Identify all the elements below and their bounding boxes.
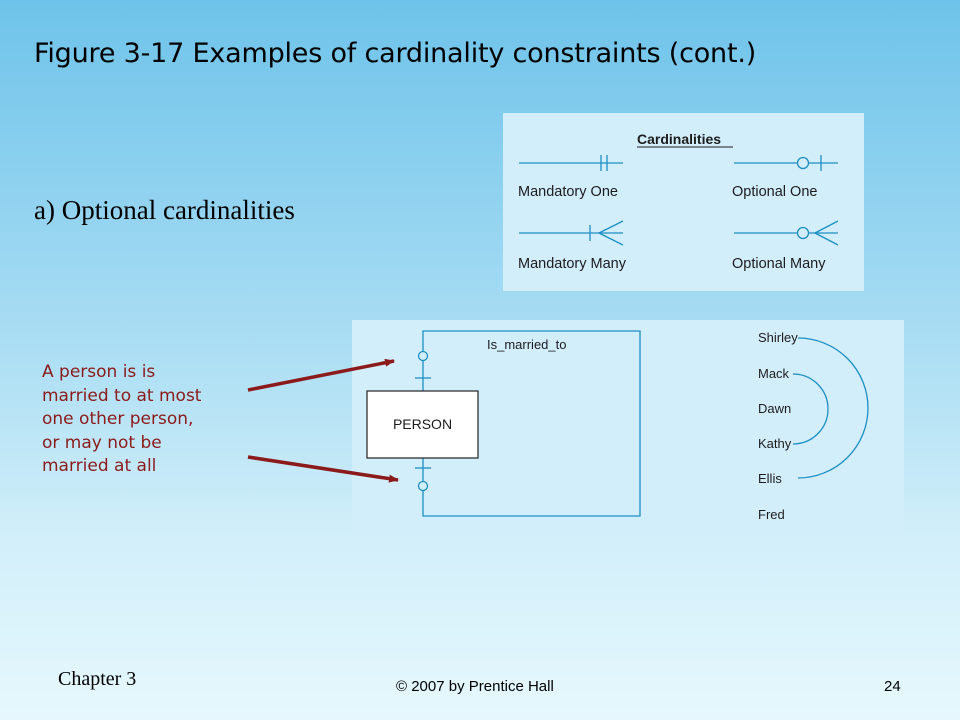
entity-label: PERSON: [393, 416, 452, 432]
legend-heading: Cardinalities: [637, 131, 721, 147]
optional-one-bottom-symbol: [415, 467, 431, 492]
footer-copyright: © 2007 by Prentice Hall: [396, 678, 554, 695]
optional-one-top-symbol: [415, 350, 431, 379]
pair-arc-shirley-ellis: [797, 337, 869, 479]
instance-name: Ellis: [758, 471, 782, 486]
optional-one-symbol: [734, 155, 838, 171]
annotation-note: A person is is married to at most one ot…: [42, 361, 262, 479]
note-line: married to at most: [42, 385, 202, 406]
legend-canvas: Cardinalities Mandatory One Optional One…: [518, 131, 839, 272]
note-line: or may not be: [42, 432, 162, 453]
instance-name: Mack: [758, 366, 790, 381]
note-line: one other person,: [42, 409, 194, 429]
mandatory-many-symbol: [519, 220, 624, 246]
slide-title: Figure 3-17 Examples of cardinality cons…: [34, 38, 757, 69]
note-line: married at all: [42, 456, 157, 476]
slide-subtitle: a) Optional cardinalities: [34, 195, 295, 225]
entity-box: [366, 390, 479, 459]
instance-name: Kathy: [758, 436, 792, 451]
mandatory-one-symbol: [519, 155, 623, 171]
legend-label-mandatory-one: Mandatory One: [518, 184, 618, 200]
footer-page-number: 24: [884, 678, 901, 695]
legend-label-optional-one: Optional One: [732, 184, 817, 200]
legend-label-optional-many: Optional Many: [732, 256, 826, 272]
instance-name: Shirley: [758, 330, 798, 345]
instance-name: Dawn: [758, 401, 791, 416]
optional-many-symbol: [734, 220, 839, 246]
instance-name: Fred: [758, 507, 785, 522]
relationship-line: [422, 330, 641, 517]
pair-arc-mack-kathy: [792, 373, 829, 445]
er-diagram: Is_married_to PERSON Shirley Mack Dawn K…: [352, 320, 904, 536]
cardinality-legend: Cardinalities Mandatory One Optional One…: [503, 113, 864, 291]
diagram-canvas: Is_married_to PERSON Shirley Mack Dawn K…: [366, 330, 869, 522]
note-line: A person is is: [42, 362, 156, 382]
footer-chapter: Chapter 3: [58, 668, 137, 690]
legend-label-mandatory-many: Mandatory Many: [518, 256, 627, 272]
relationship-label: Is_married_to: [487, 337, 566, 352]
